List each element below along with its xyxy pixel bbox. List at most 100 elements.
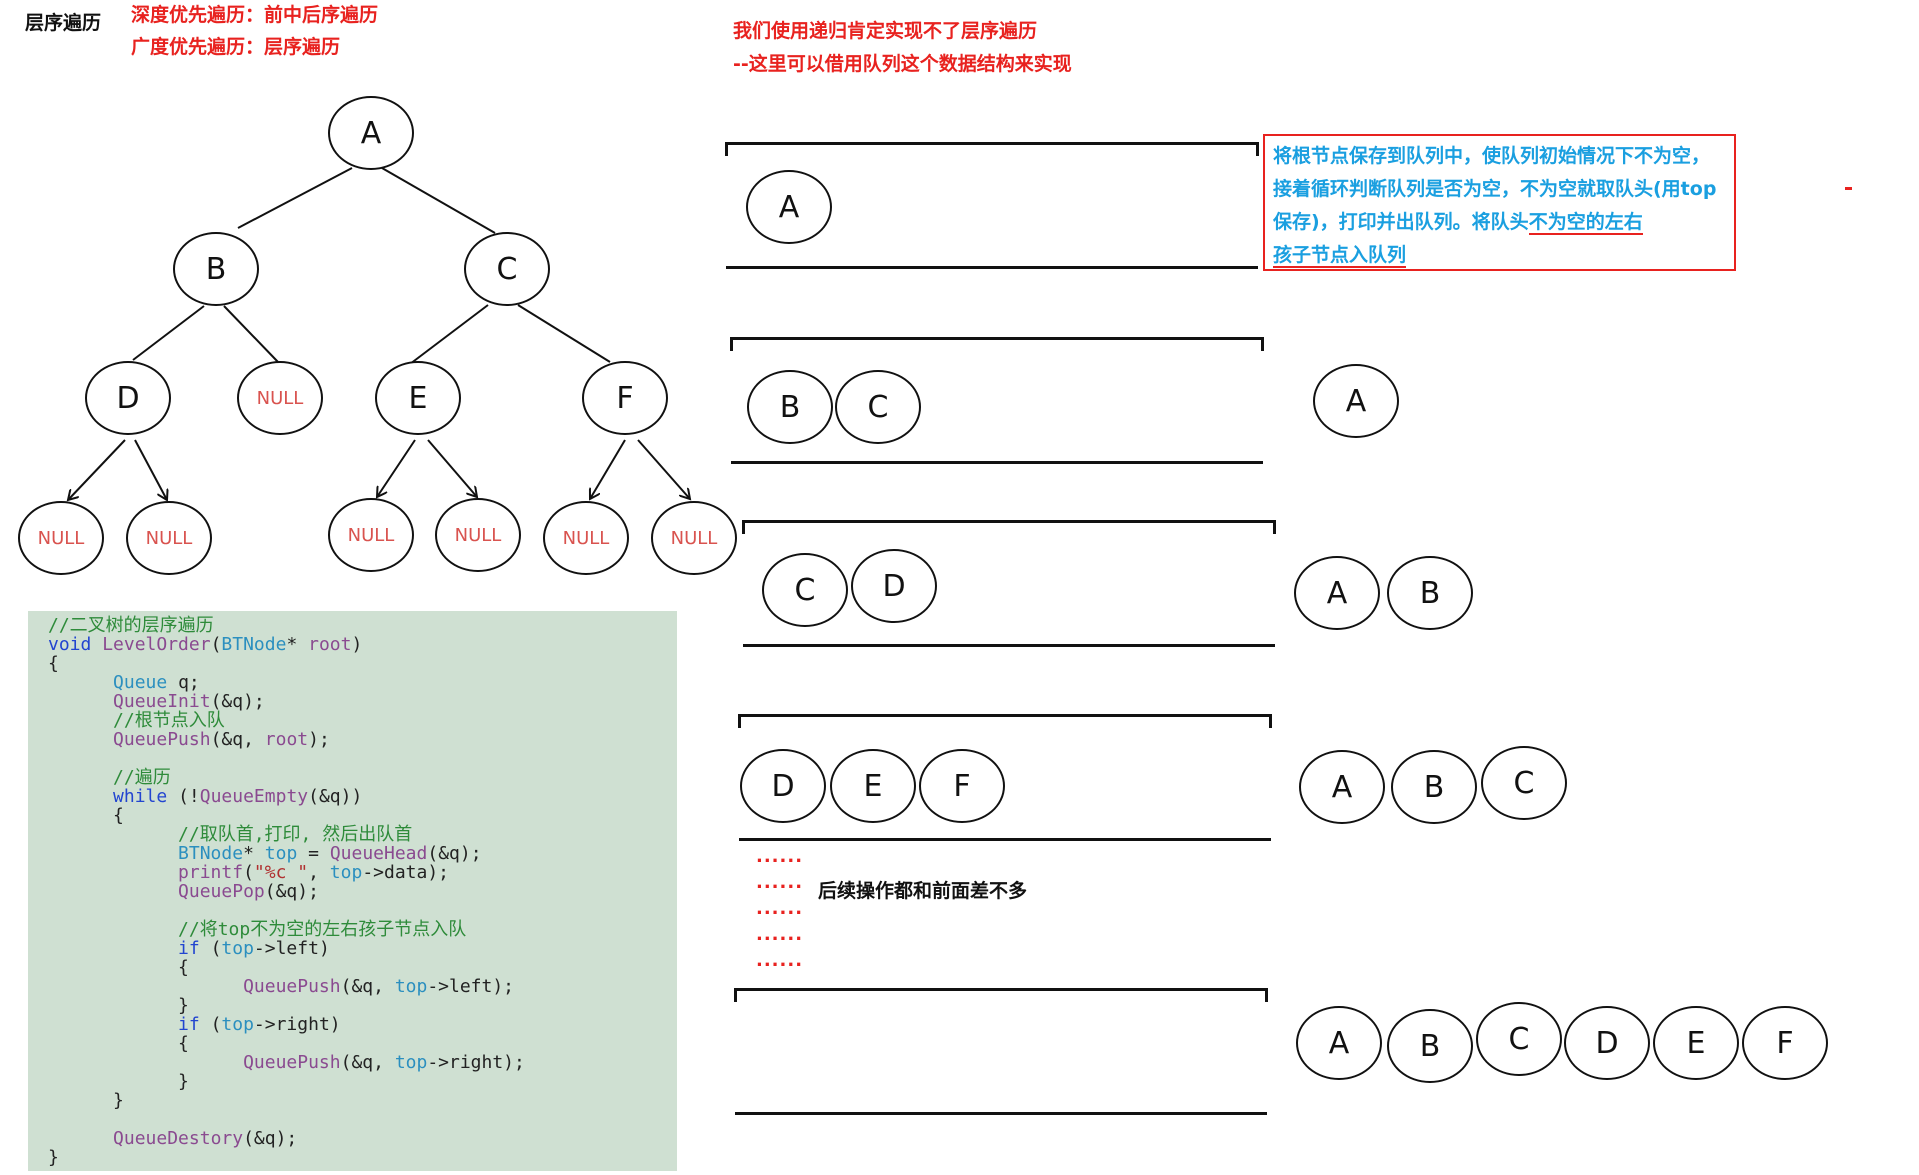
edge-f-null-right: [637, 439, 690, 499]
code-token: top: [329, 862, 363, 883]
edge-e-null-right: [427, 439, 477, 497]
code-token: *: [286, 634, 309, 655]
tree-node-d: D: [85, 361, 171, 435]
code-line: }: [48, 1072, 677, 1091]
code-line: QueuePush(&q, top->left);: [48, 977, 677, 996]
code-token: (: [210, 938, 222, 959]
edge-a-b: [237, 167, 353, 229]
code-token: BTNode: [221, 634, 287, 655]
code-token: [48, 691, 113, 712]
code-token: while: [113, 786, 179, 807]
output-node-c: C: [1476, 1002, 1562, 1076]
code-token: Queue: [113, 672, 179, 693]
page-title: 层序遍历: [25, 12, 102, 34]
code-token: top: [394, 976, 428, 997]
queue-node-c: C: [762, 553, 848, 627]
code-token: top: [221, 938, 254, 959]
code-token: (&q);: [243, 1128, 298, 1149]
edge-d-null-right: [134, 439, 167, 500]
queue-step-2: [730, 337, 1264, 464]
code-line: if (top->right): [48, 1015, 677, 1034]
code-token: [48, 843, 178, 864]
code-token: top: [221, 1014, 254, 1035]
queue-node-f: F: [919, 749, 1005, 823]
code-token: ->right): [253, 1014, 341, 1035]
queue-step-3: [742, 520, 1276, 647]
code-token: [48, 1128, 113, 1149]
code-token: [48, 729, 113, 750]
code-token: {: [48, 653, 59, 674]
code-token: (: [210, 1014, 222, 1035]
code-token: (: [243, 862, 254, 883]
code-token: top: [264, 843, 309, 864]
tree-node-b: B: [173, 232, 259, 306]
code-token: (&q,: [340, 1052, 395, 1073]
code-token: [48, 881, 178, 902]
code-token: void: [48, 634, 103, 655]
output-node-a: A: [1294, 556, 1380, 630]
code-token: root: [308, 634, 352, 655]
code-token: QueuePush: [243, 976, 341, 997]
code-token: (&q,: [340, 976, 395, 997]
tree-node-c: C: [464, 232, 550, 306]
output-node-c: C: [1481, 746, 1567, 820]
code-token: [48, 786, 113, 807]
output-node-d: D: [1564, 1006, 1650, 1080]
code-line: [48, 901, 677, 920]
queue-node-c: C: [835, 370, 921, 444]
code-line: printf("%c ", top->data);: [48, 863, 677, 882]
code-line: QueuePush(&q, root);: [48, 730, 677, 749]
code-token: [48, 824, 178, 845]
code-token: QueueHead: [329, 843, 428, 864]
code-line: }: [48, 1091, 677, 1110]
code-token: }: [48, 1147, 59, 1168]
code-line: {: [48, 1034, 677, 1053]
output-node-f: F: [1742, 1006, 1828, 1080]
tree-node-f: F: [582, 361, 668, 435]
code-token: ->right);: [427, 1052, 525, 1073]
code-token: //根节点入队: [113, 710, 225, 731]
code-token: (&q);: [264, 881, 319, 902]
code-token: [48, 919, 178, 940]
code-token: {: [48, 957, 189, 978]
code-token: q;: [178, 672, 200, 693]
output-node-a: A: [1299, 750, 1385, 824]
edge-b-d: [132, 305, 205, 361]
code-token: (: [210, 634, 222, 655]
output-node-b: B: [1391, 750, 1477, 824]
tree-node-null: NULL: [435, 498, 521, 572]
code-token: QueueEmpty: [199, 786, 309, 807]
tree-node-null: NULL: [328, 498, 414, 572]
code-token: [48, 976, 243, 997]
code-token: }: [48, 1071, 189, 1092]
queue-node-a: A: [746, 170, 832, 244]
code-token: BTNode: [178, 843, 244, 864]
code-token: );: [308, 729, 330, 750]
dots-3: ......: [756, 898, 804, 919]
code-line: {: [48, 958, 677, 977]
code-token: (!: [178, 786, 200, 807]
code-token: ,: [308, 862, 330, 883]
code-line: //遍历: [48, 768, 677, 787]
tree-edges: [0, 167, 760, 600]
code-line: BTNode* top = QueueHead(&q);: [48, 844, 677, 863]
code-token: //遍历: [113, 767, 171, 788]
output-node-e: E: [1653, 1006, 1739, 1080]
code-line: while (!QueueEmpty(&q)): [48, 787, 677, 806]
dots-2: ......: [756, 872, 804, 893]
code-line: [48, 749, 677, 768]
edge-e-null-left: [377, 439, 416, 497]
dfs-note: 深度优先遍历：前中后序遍历: [131, 4, 379, 26]
code-token: *: [243, 843, 265, 864]
edge-c-e: [409, 304, 489, 365]
tree-node-e: E: [375, 361, 461, 435]
edge-d-null-left: [68, 439, 126, 500]
output-node-b: B: [1387, 556, 1473, 630]
code-line: //根节点入队: [48, 711, 677, 730]
output-node-b: B: [1387, 1009, 1473, 1083]
later-ops-note: 后续操作都和前面差不多: [818, 880, 1028, 902]
red-mark: [1845, 187, 1852, 190]
code-token: //取队首,打印, 然后出队首: [178, 824, 413, 845]
code-token: //将top不为空的左右孩子节点入队: [178, 919, 467, 940]
code-token: (&q);: [210, 691, 265, 712]
